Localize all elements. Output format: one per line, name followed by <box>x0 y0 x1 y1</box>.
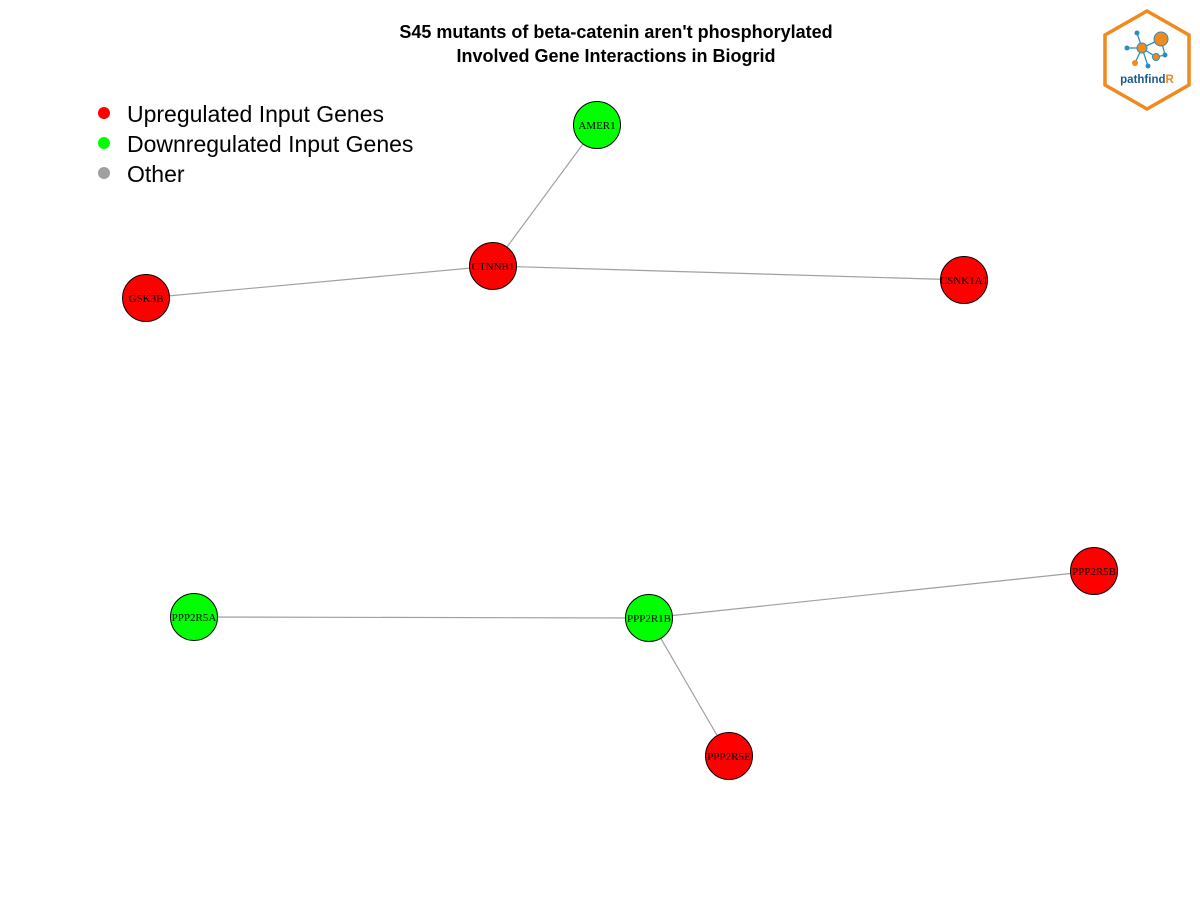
diagram-title: S45 mutants of beta-catenin aren't phosp… <box>316 20 916 68</box>
node-ppp2r1b[interactable]: PPP2R1B <box>625 594 673 642</box>
node-circle-ctnnb1[interactable] <box>469 242 517 290</box>
node-circle-csnk1a1[interactable] <box>940 256 988 304</box>
node-label-amer1: AMER1 <box>578 120 615 132</box>
node-label-ppp2r5a: PPP2R5A <box>172 612 217 624</box>
node-label-ppp2r5b: PPP2R5B <box>1072 566 1116 578</box>
edge-ppp2r1b-ppp2r5b <box>648 570 1095 619</box>
node-ppp2r5e[interactable]: PPP2R5E <box>705 732 753 780</box>
node-ppp2r5a[interactable]: PPP2R5A <box>170 593 218 641</box>
node-amer1[interactable]: AMER1 <box>573 101 621 149</box>
legend-dot-upregulated <box>98 107 110 119</box>
logo-hexagon <box>1103 8 1191 112</box>
node-circle-amer1[interactable] <box>573 101 621 149</box>
node-label-ctnnb1: CTNNB1 <box>472 261 515 273</box>
legend-dot-downregulated <box>98 137 110 149</box>
legend-label-upregulated: Upregulated Input Genes <box>127 101 385 127</box>
node-circle-ppp2r5e[interactable] <box>705 732 753 780</box>
edge-ppp2r1b-ppp2r5a <box>193 616 650 619</box>
edge-ctnnb1-gsk3b <box>145 265 494 299</box>
pathfindr-logo: pathfindR <box>1103 8 1191 112</box>
legend-dot-other <box>98 167 110 179</box>
edge-ctnnb1-amer1 <box>492 124 598 267</box>
title-line-1: S45 mutants of beta-catenin aren't phosp… <box>399 22 833 42</box>
legend-label-other: Other <box>127 161 185 187</box>
node-label-ppp2r5e: PPP2R5E <box>707 751 751 763</box>
logo-text: pathfindR <box>1120 74 1174 86</box>
title-line-2: Involved Gene Interactions in Biogrid <box>456 46 776 66</box>
node-csnk1a1[interactable]: CSNK1A1 <box>940 256 988 304</box>
node-ctnnb1[interactable]: CTNNB1 <box>469 242 517 290</box>
node-gsk3b[interactable]: GSK3B <box>122 274 170 322</box>
node-label-gsk3b: GSK3B <box>129 293 164 305</box>
node-ppp2r5b[interactable]: PPP2R5B <box>1070 547 1118 595</box>
node-label-ppp2r1b: PPP2R1B <box>627 613 671 625</box>
node-circle-ppp2r5a[interactable] <box>170 593 218 641</box>
logo-text-accent: R <box>1166 74 1175 86</box>
node-label-csnk1a1: CSNK1A1 <box>940 275 988 287</box>
edge-ppp2r1b-ppp2r5e <box>648 617 730 757</box>
graph-edges <box>145 124 1095 757</box>
legend-label-downregulated: Downregulated Input Genes <box>127 131 414 157</box>
node-circle-ppp2r5b[interactable] <box>1070 547 1118 595</box>
node-circle-ppp2r1b[interactable] <box>625 594 673 642</box>
logo-text-main: pathfind <box>1120 74 1165 86</box>
node-circle-gsk3b[interactable] <box>122 274 170 322</box>
edge-ctnnb1-csnk1a1 <box>492 265 965 281</box>
